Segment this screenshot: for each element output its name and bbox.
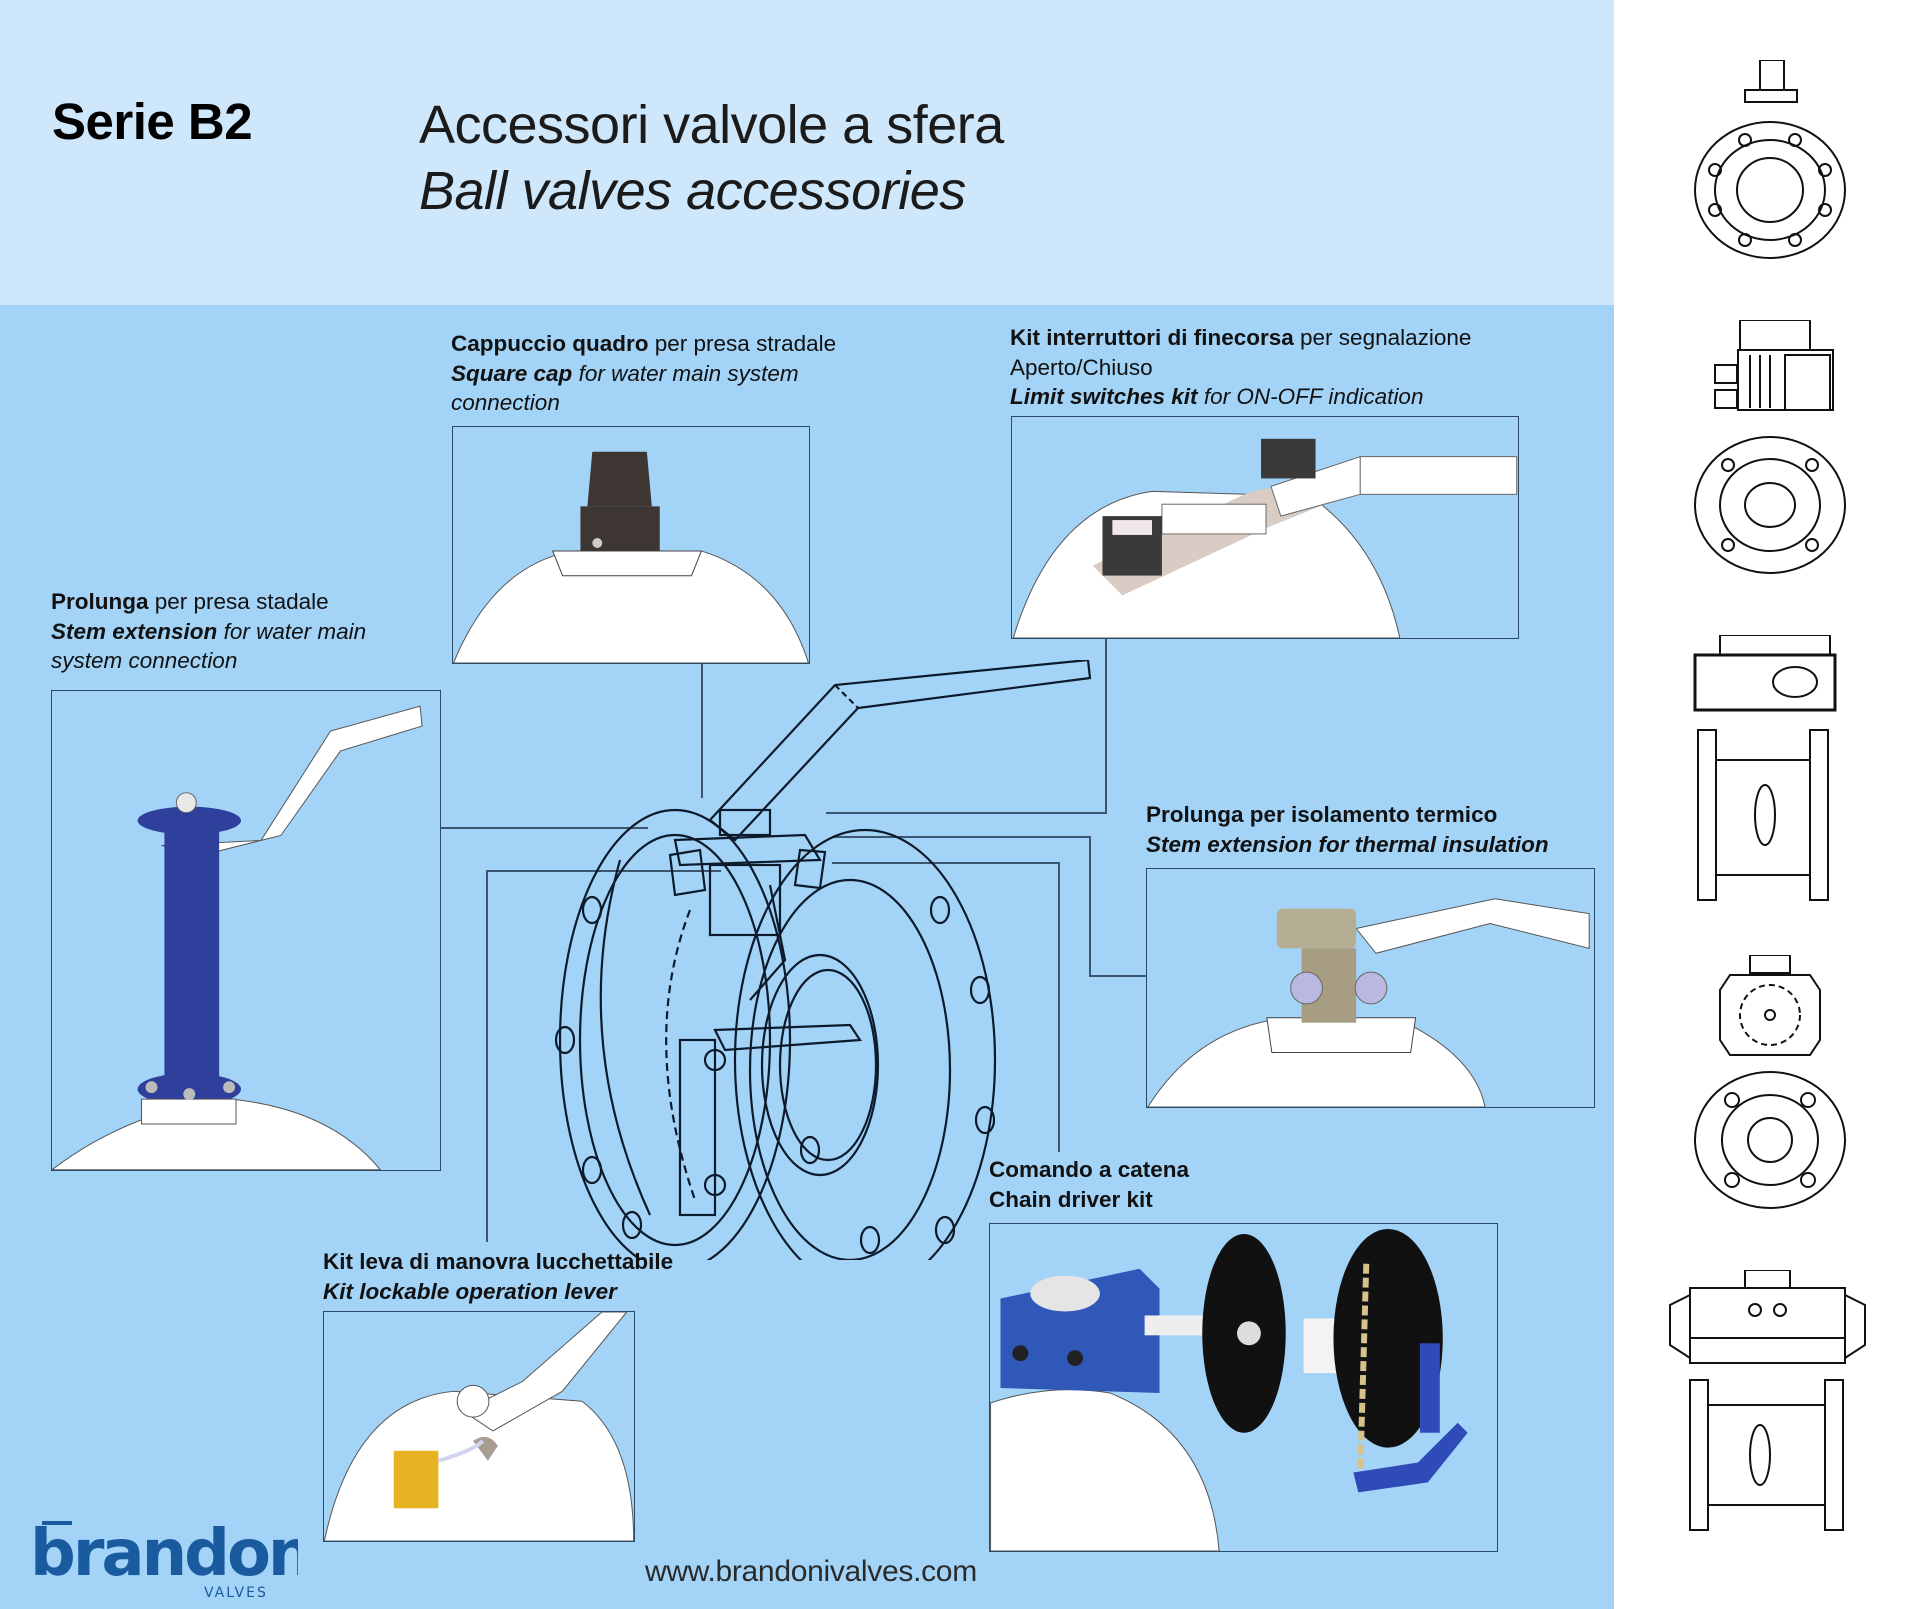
panel-lockable-lever[interactable] [323, 1311, 635, 1542]
limit-switches-image [1012, 438, 1518, 638]
caption-title-it: Prolunga [51, 589, 149, 614]
connector-line [486, 870, 488, 1242]
side-view-lever-operated [1694, 60, 1846, 259]
header-band [0, 0, 1614, 305]
caption-title-en: Stem extension [51, 618, 218, 644]
panel-square-cap[interactable] [452, 426, 810, 664]
caption-lockable-lever: Kit leva di manovra lucchettabile Kit lo… [323, 1249, 674, 1304]
connector-line [832, 862, 1059, 864]
connector-line [832, 836, 1090, 838]
side-view-gearbox-front [1694, 955, 1846, 1209]
connector-line [486, 870, 721, 872]
caption-stem-extension: Prolunga per presa stadale Stem extensio… [51, 589, 367, 673]
connector-line [1105, 638, 1107, 813]
title-english: Ball valves accessories [419, 161, 966, 221]
lockable-lever-image [324, 1312, 634, 1541]
website-link[interactable]: www.brandonivalves.com [645, 1555, 977, 1588]
panel-stem-extension[interactable] [51, 690, 441, 1171]
panel-chain-driver[interactable] [989, 1223, 1498, 1552]
side-view-electric-actuator-front [1694, 320, 1846, 574]
brand-subtitle: VALVES [204, 1585, 268, 1600]
brandoni-logo-mark: brandoni VALVES [30, 1517, 332, 1601]
side-view-pneumatic-actuator [1669, 1270, 1866, 1531]
side-views-column [1614, 0, 1920, 1609]
connector-line [440, 827, 648, 829]
brandoni-logo: brandoni VALVES [28, 1505, 332, 1601]
side-view-electric-actuator-side [1693, 635, 1837, 901]
connector-line [1089, 975, 1147, 977]
title-italian: Accessori valvole a sfera [419, 95, 1004, 155]
central-ball-valve-drawing [554, 660, 1092, 1260]
chain-driver-image [990, 1228, 1468, 1551]
series-label: Serie B2 [52, 93, 253, 150]
connector-line [826, 812, 1107, 814]
caption-thermal-extension: Prolunga per isolamento termico Stem ext… [1146, 802, 1549, 857]
caption-chain-driver: Comando a catena Chain driver kit [989, 1157, 1190, 1212]
caption-square-cap: Cappuccio quadro per presa stradale Squa… [451, 331, 837, 415]
brand-name: brandoni [30, 1517, 298, 1591]
connector-line [701, 663, 703, 798]
connector-line [1089, 836, 1091, 976]
panel-thermal-extension[interactable] [1146, 868, 1595, 1108]
square-cap-image [453, 451, 809, 663]
connector-line [1058, 862, 1060, 1152]
stem-extension-image [52, 705, 423, 1170]
panel-limit-switches[interactable] [1011, 416, 1519, 639]
caption-limit-switches: Kit interruttori di finecorsa per segnal… [1010, 325, 1472, 409]
thermal-extension-image [1147, 898, 1590, 1107]
